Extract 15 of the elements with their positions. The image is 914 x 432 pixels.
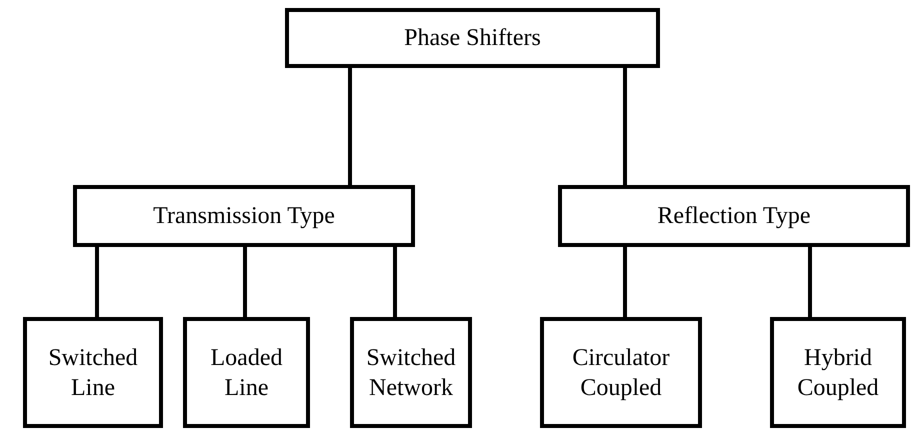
connector-line xyxy=(808,247,812,317)
category-box: Phase Shifters xyxy=(285,8,660,68)
category-box: Circulator Coupled xyxy=(540,317,702,428)
connector-line xyxy=(393,247,397,317)
connector-line xyxy=(95,247,99,317)
category-box: Switched Network xyxy=(350,317,472,428)
connector-line xyxy=(623,247,627,317)
connector-line xyxy=(623,68,627,185)
category-box: Hybrid Coupled xyxy=(770,317,906,428)
category-box: Loaded Line xyxy=(183,317,310,428)
category-box: Reflection Type xyxy=(558,185,910,247)
connector-line xyxy=(243,247,247,317)
category-box: Transmission Type xyxy=(73,185,415,247)
connector-line xyxy=(348,68,352,185)
category-box: Switched Line xyxy=(23,317,163,428)
